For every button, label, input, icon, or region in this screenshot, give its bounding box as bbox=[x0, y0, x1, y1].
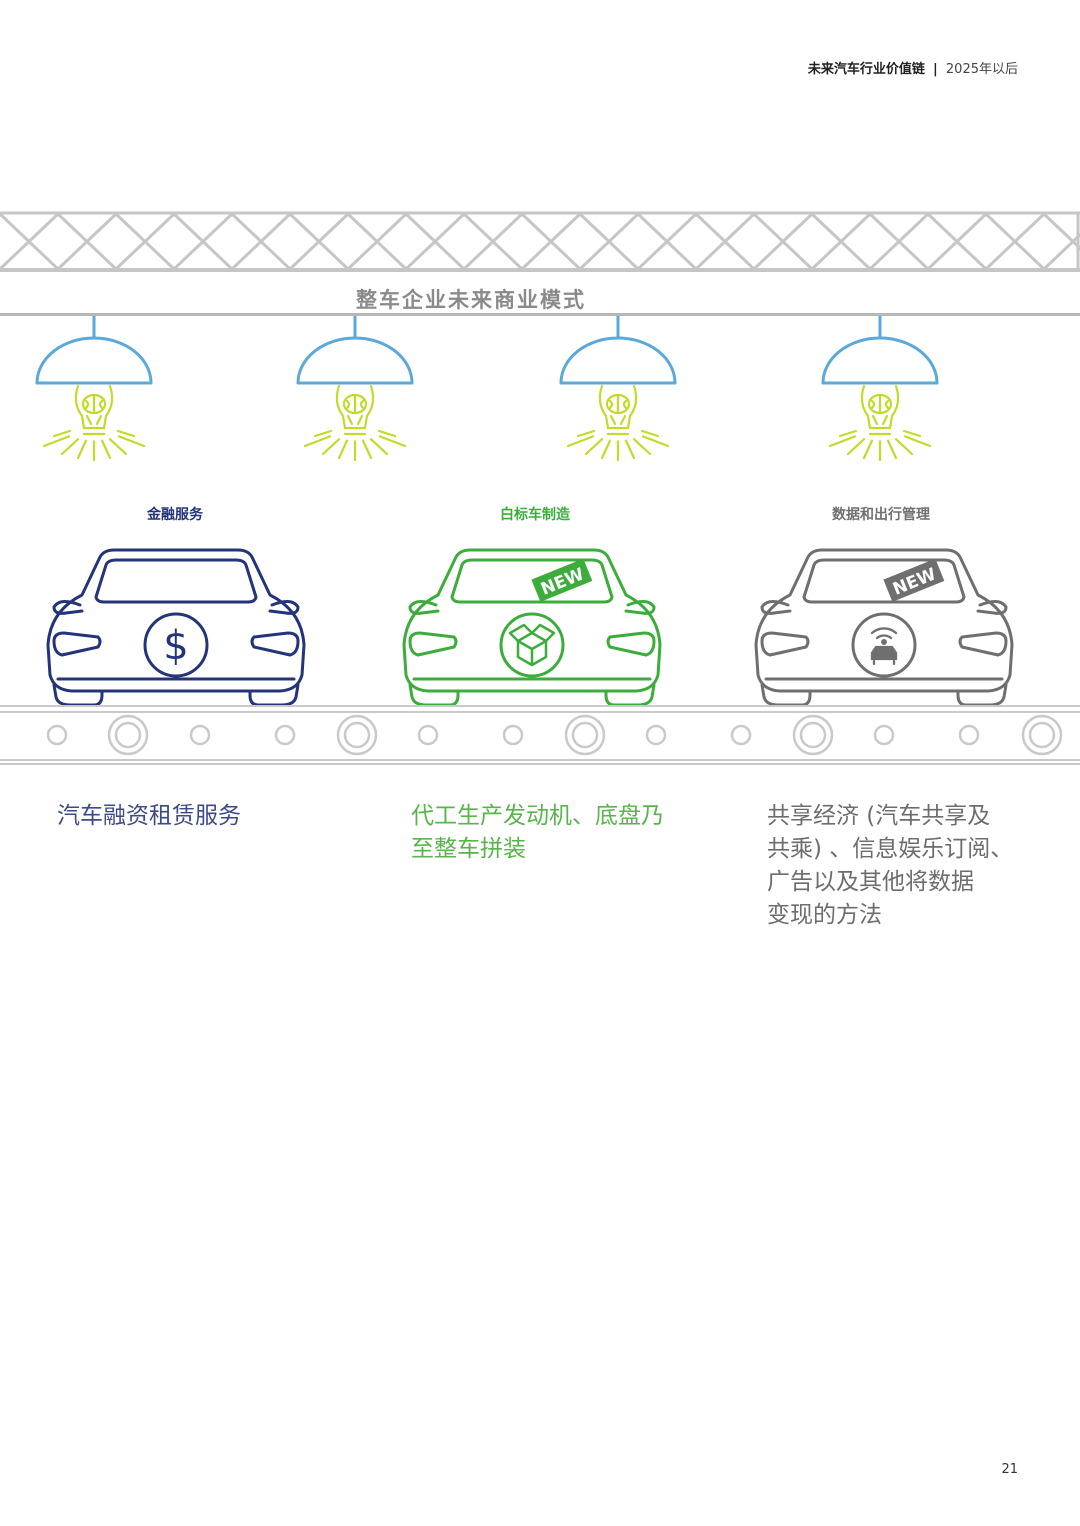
package-icon bbox=[508, 623, 556, 667]
document-title: 未来汽车行业价值链 bbox=[807, 62, 925, 77]
brain-bulb-icon bbox=[821, 316, 939, 462]
truss-beam bbox=[0, 210, 1080, 276]
brain-bulb-icon bbox=[559, 316, 677, 462]
banner-title: 整车企业未来商业模式 bbox=[356, 288, 586, 312]
description-line: 至整车拼装 bbox=[411, 836, 526, 862]
header-separator: | bbox=[933, 62, 938, 77]
description-line: 变现的方法 bbox=[767, 902, 882, 928]
dollar-icon: $ bbox=[163, 623, 188, 669]
description-finance: 汽车融资租赁服务 bbox=[57, 800, 327, 833]
document-subtitle: 2025年以后 bbox=[945, 62, 1018, 77]
car-finance: $ bbox=[40, 545, 312, 710]
lamp-2 bbox=[295, 316, 415, 466]
category-label-finance: 金融服务 bbox=[147, 507, 203, 523]
description-line: 代工生产发动机、底盘乃 bbox=[411, 803, 664, 829]
banner: 整车企业未来商业模式 bbox=[0, 276, 1080, 316]
description-line: 共享经济 (汽车共享及 bbox=[767, 803, 991, 829]
conveyor-belt bbox=[0, 704, 1080, 766]
connected-car-icon bbox=[870, 627, 898, 666]
description-line: 汽车融资租赁服务 bbox=[57, 803, 241, 829]
category-label-white-label: 白标车制造 bbox=[500, 507, 570, 523]
description-line: 共乘) 、信息娱乐订阅、 bbox=[767, 836, 1014, 862]
description-line: 广告以及其他将数据 bbox=[767, 869, 974, 895]
description-white-label: 代工生产发动机、底盘乃 至整车拼装 bbox=[411, 800, 681, 866]
brain-bulb-icon bbox=[35, 316, 153, 462]
lamp-1 bbox=[34, 316, 154, 466]
brain-bulb-icon bbox=[296, 316, 414, 462]
car-data-mobility: NEW bbox=[748, 545, 1020, 710]
running-header: 未来汽车行业价值链 | 2025年以后 bbox=[808, 58, 1018, 77]
lamp-3 bbox=[558, 316, 678, 466]
lamp-4 bbox=[820, 316, 940, 466]
car-white-label: NEW bbox=[396, 545, 668, 710]
description-data-mobility: 共享经济 (汽车共享及 共乘) 、信息娱乐订阅、 广告以及其他将数据 变现的方法 bbox=[767, 800, 1037, 932]
page-number: 21 bbox=[1001, 1462, 1018, 1477]
category-label-data-mobility: 数据和出行管理 bbox=[832, 507, 930, 523]
